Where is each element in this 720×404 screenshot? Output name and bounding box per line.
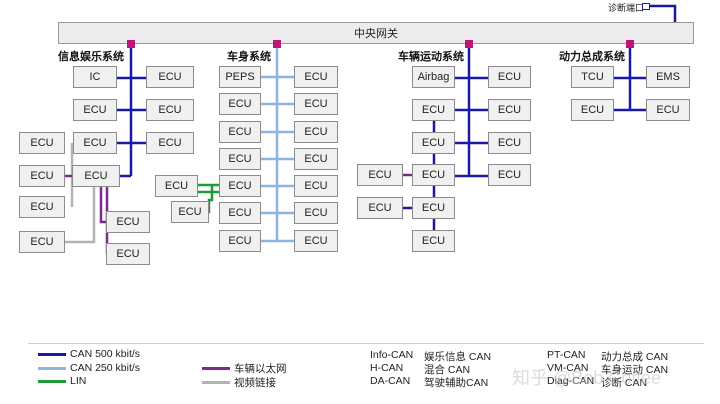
ecu-box: ECU — [146, 99, 194, 121]
ecu-box: ECU — [294, 66, 338, 88]
abbr-code: PT-CAN — [547, 349, 586, 361]
legend-video: 视频链接 — [202, 375, 276, 390]
abbr-code: VM-CAN — [547, 362, 589, 374]
ecu-box: ECU — [171, 201, 209, 223]
central-gateway: 中央网关 — [58, 22, 694, 44]
abbr-code: Info-CAN — [370, 349, 414, 361]
ecu-ems: EMS — [646, 66, 690, 88]
gateway-port-vehicle-motion — [465, 40, 473, 48]
ecu-box: ECU — [219, 230, 261, 252]
ecu-box: ECU — [19, 231, 65, 253]
ecu-ic: IC — [73, 66, 117, 88]
abbr-meaning: 诊断 CAN — [601, 377, 648, 389]
ecu-box: ECU — [73, 99, 117, 121]
gateway-port-body — [273, 40, 281, 48]
ecu-box: ECU — [146, 132, 194, 154]
ecu-box: ECU — [219, 202, 261, 224]
ecu-box: ECU — [294, 175, 338, 197]
legend-can250-swatch — [38, 366, 66, 370]
ecu-box: ECU — [72, 165, 120, 187]
legend-divider — [28, 343, 704, 344]
domain-body-label: 车身系统 — [227, 51, 271, 63]
ecu-box: ECU — [19, 196, 65, 218]
diagnostic-port-icon — [642, 3, 650, 10]
legend-lin-label: LIN — [70, 375, 87, 387]
ecu-box: ECU — [294, 230, 338, 252]
abbr-meaning: 混合 CAN — [424, 364, 471, 376]
ecu-box: ECU — [488, 99, 531, 121]
legend-lin-swatch — [38, 379, 66, 383]
ecu-box: ECU — [412, 132, 455, 154]
abbr-meaning: 驾驶辅助CAN — [424, 377, 489, 389]
ecu-box: ECU — [219, 148, 261, 170]
domain-powertrain-label: 动力总成系统 — [559, 51, 625, 63]
legend-can250-label: CAN 250 kbit/s — [70, 362, 141, 374]
ecu-box: ECU — [19, 165, 65, 187]
ecu-box: ECU — [412, 230, 455, 252]
abbr-meaning: 娱乐信息 CAN — [424, 351, 492, 363]
diagnostic-port-label: 诊断端口 — [607, 3, 644, 13]
ecu-box: ECU — [488, 66, 531, 88]
ecu-airbag: Airbag — [412, 66, 455, 88]
legend-can500-swatch — [38, 352, 66, 356]
domain-vehicle-motion-label: 车辆运动系统 — [398, 51, 464, 63]
ecu-box: ECU — [294, 148, 338, 170]
ecu-box: ECU — [146, 66, 194, 88]
ecu-box: ECU — [412, 197, 455, 219]
abbr-meaning: 车身运动 CAN — [601, 364, 669, 376]
legend-lin: LIN — [38, 375, 86, 387]
abbr-code: H-CAN — [370, 362, 404, 374]
legend-ethernet: 车辆以太网 — [202, 361, 287, 376]
abbr-meaning: 动力总成 CAN — [601, 351, 669, 363]
abbr-code: Diag-CAN — [547, 375, 595, 387]
ecu-box: ECU — [219, 93, 261, 115]
legend-can500: CAN 500 kbit/s — [38, 348, 140, 360]
ecu-box: ECU — [106, 243, 150, 265]
ecu-box: ECU — [412, 99, 455, 121]
ecu-tcu: TCU — [571, 66, 614, 88]
ecu-box: ECU — [106, 211, 150, 233]
ecu-box: ECU — [488, 132, 531, 154]
ecu-peps: PEPS — [219, 66, 261, 88]
watermark: 知乎 @Bob Coffee — [512, 368, 662, 388]
gateway-port-infotainment — [127, 40, 135, 48]
ecu-box: ECU — [294, 202, 338, 224]
ecu-box: ECU — [646, 99, 690, 121]
ecu-box: ECU — [412, 164, 455, 186]
ecu-box: ECU — [571, 99, 614, 121]
ecu-box: ECU — [488, 164, 531, 186]
ecu-box: ECU — [155, 175, 198, 197]
ecu-box: ECU — [294, 93, 338, 115]
ecu-box: ECU — [357, 164, 403, 186]
ecu-box: ECU — [19, 132, 65, 154]
ecu-box: ECU — [294, 121, 338, 143]
legend-video-label: 视频链接 — [234, 377, 276, 389]
legend-ethernet-swatch — [202, 367, 230, 370]
legend-can500-label: CAN 500 kbit/s — [70, 348, 141, 360]
abbr-code: DA-CAN — [370, 375, 411, 387]
legend-video-swatch — [202, 381, 230, 384]
diagnostic-link — [650, 4, 677, 22]
ecu-box: ECU — [73, 132, 117, 154]
ecu-box: ECU — [357, 197, 403, 219]
ecu-box: ECU — [219, 175, 261, 197]
domain-infotainment-label: 信息娱乐系统 — [58, 51, 124, 63]
legend-can250: CAN 250 kbit/s — [38, 362, 140, 374]
ecu-box: ECU — [219, 121, 261, 143]
gateway-port-powertrain — [626, 40, 634, 48]
legend-ethernet-label: 车辆以太网 — [234, 363, 287, 375]
